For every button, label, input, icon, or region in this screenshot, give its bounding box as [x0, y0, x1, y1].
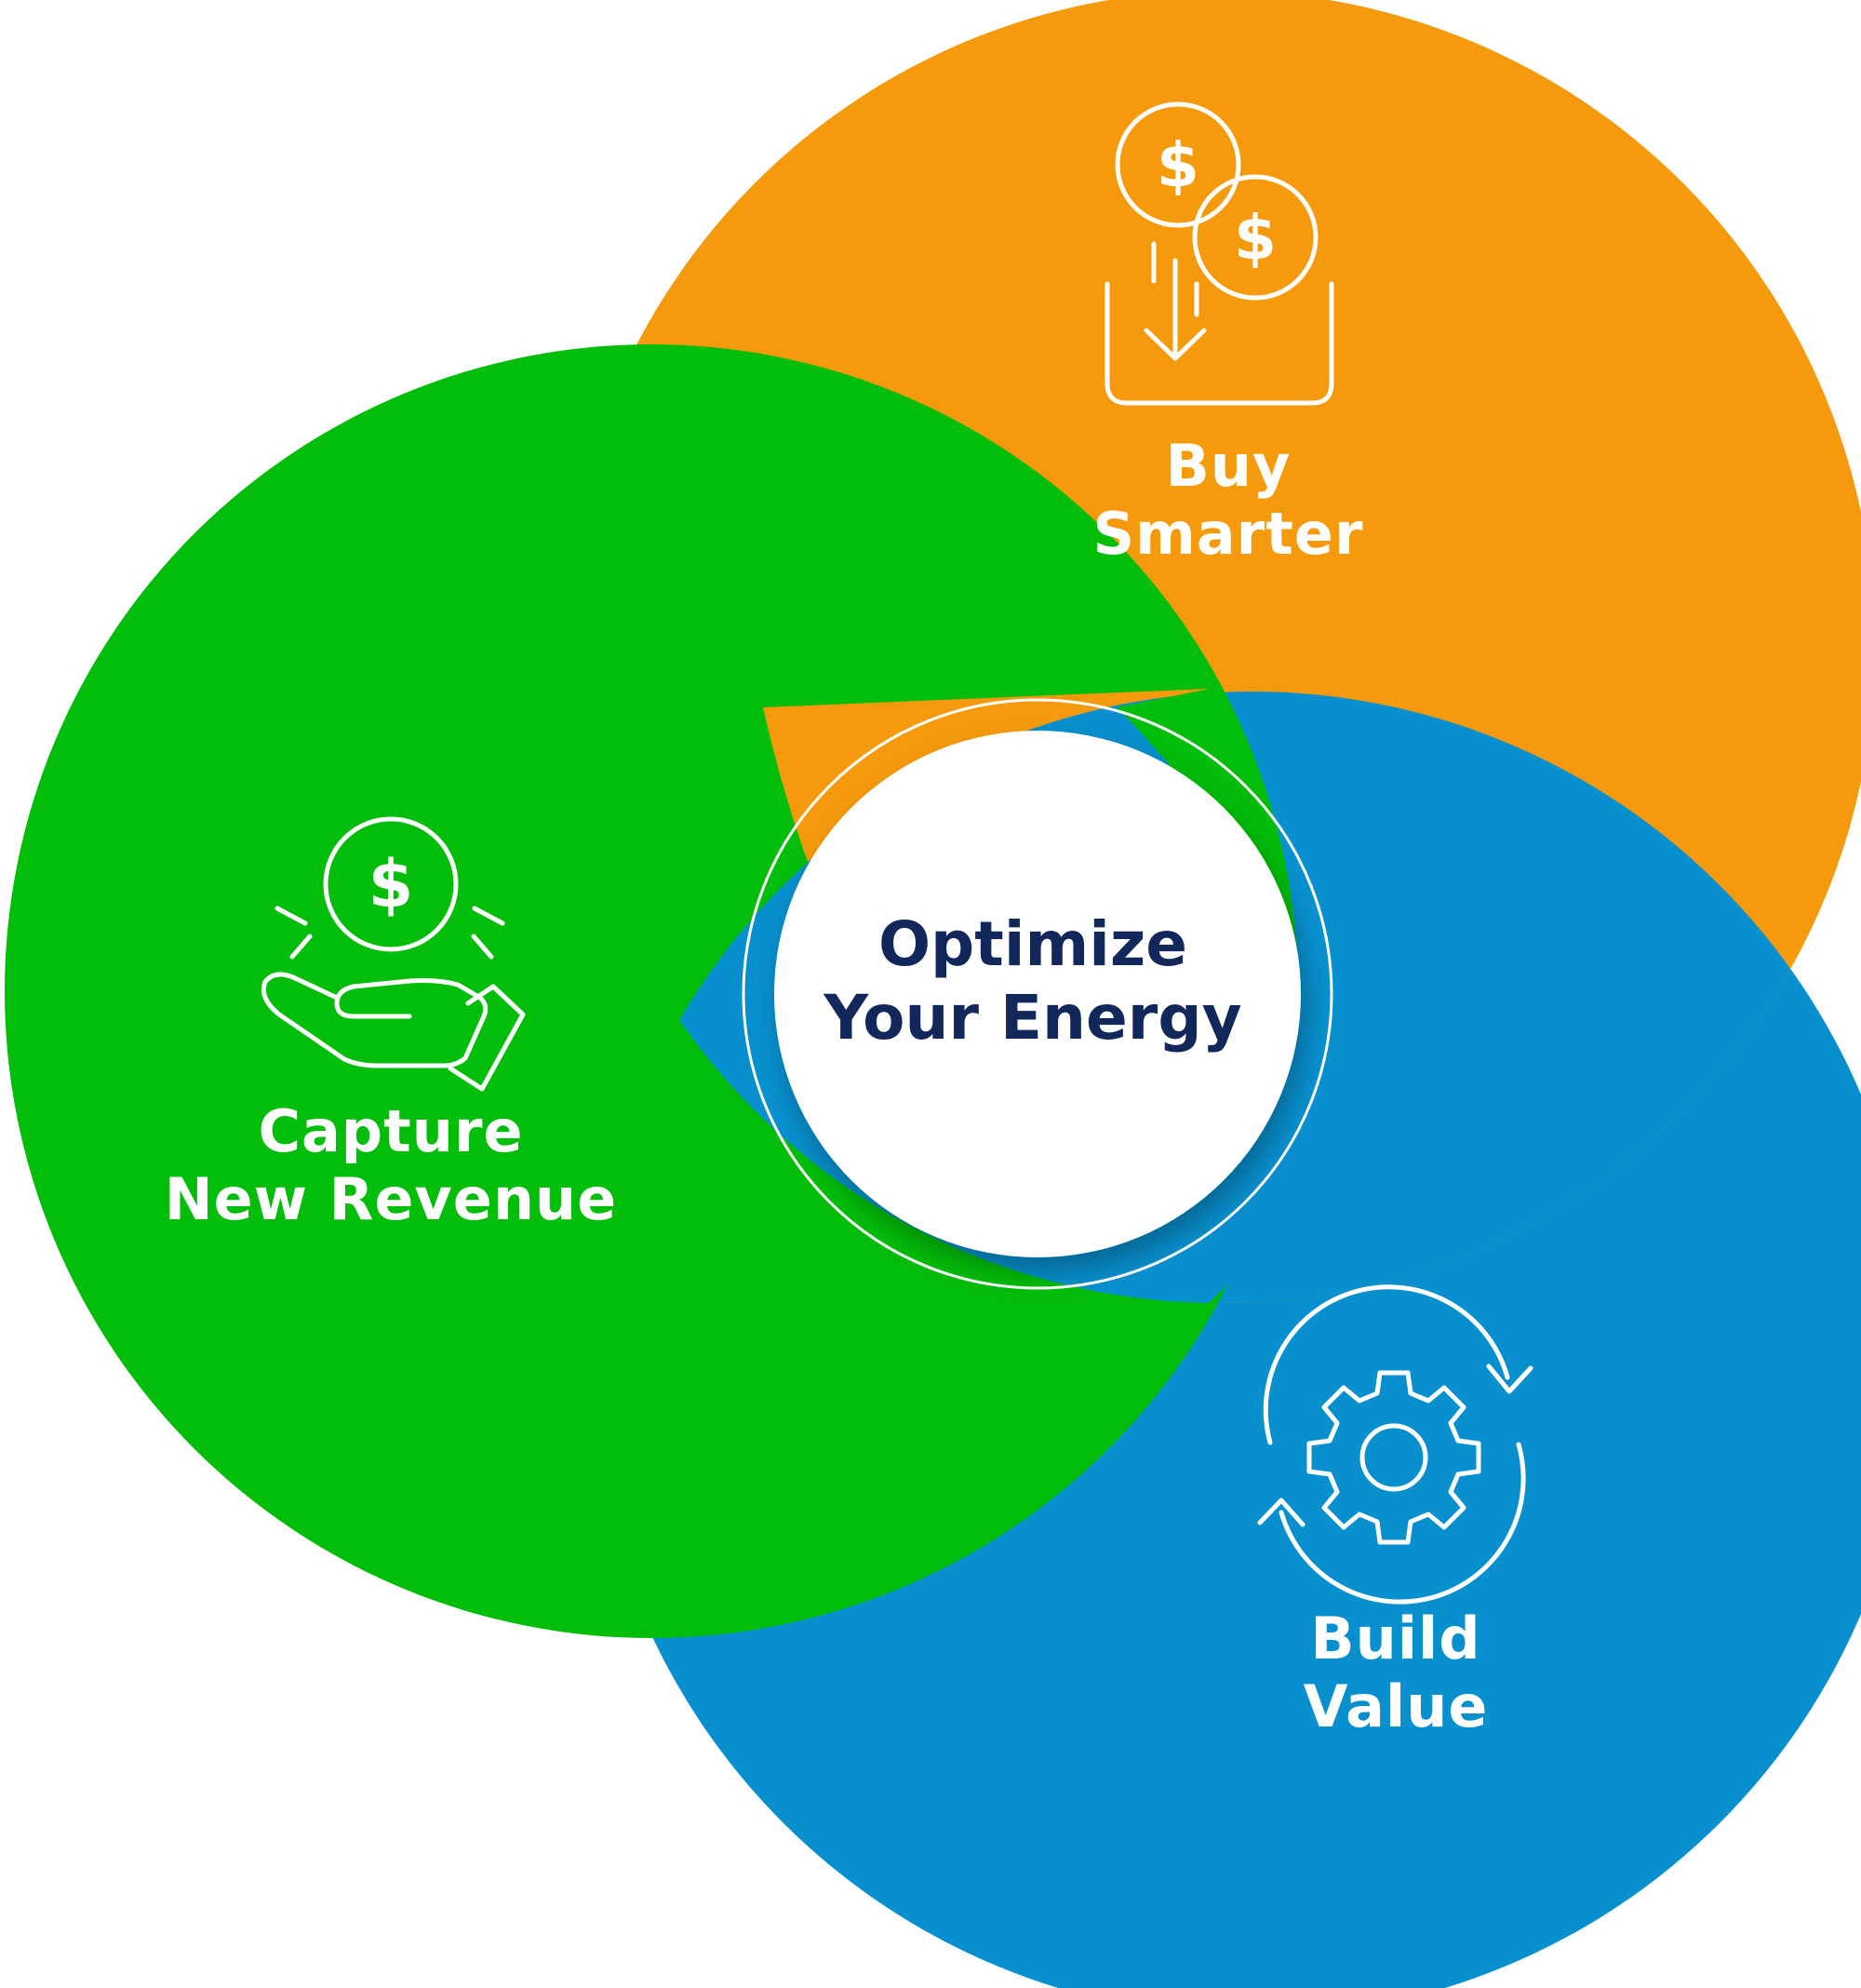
buy-smarter-line2: Smarter — [1092, 499, 1364, 568]
center-title-line1: Optimize — [877, 908, 1188, 980]
svg-text:$: $ — [1234, 202, 1277, 274]
capture-new-revenue-line2: New Revenue — [164, 1164, 618, 1233]
build-value-label: Build Value — [1172, 1605, 1619, 1740]
center-outline-ring — [742, 698, 1333, 1290]
gear-with-arrows-icon — [1257, 1284, 1533, 1605]
center-title-line2: Your Energy — [823, 982, 1242, 1054]
buy-smarter-label: Buy Smarter — [1005, 432, 1452, 568]
buy-smarter-line1: Buy — [1165, 432, 1292, 500]
hand-with-coin-icon: $ — [261, 816, 526, 1092]
coins-into-box-icon: $ $ — [1105, 101, 1334, 406]
center-circle — [774, 731, 1301, 1257]
svg-text:$: $ — [1157, 129, 1199, 201]
center-title: Optimize Your Energy — [772, 907, 1293, 1054]
capture-new-revenue-circle — [5, 344, 1298, 1638]
svg-text:$: $ — [368, 846, 414, 922]
build-value-line1: Build — [1310, 1605, 1481, 1672]
build-value-line2: Value — [1303, 1672, 1489, 1740]
capture-new-revenue-line1: Capture — [258, 1097, 524, 1165]
capture-new-revenue-label: Capture New Revenue — [112, 1097, 670, 1233]
